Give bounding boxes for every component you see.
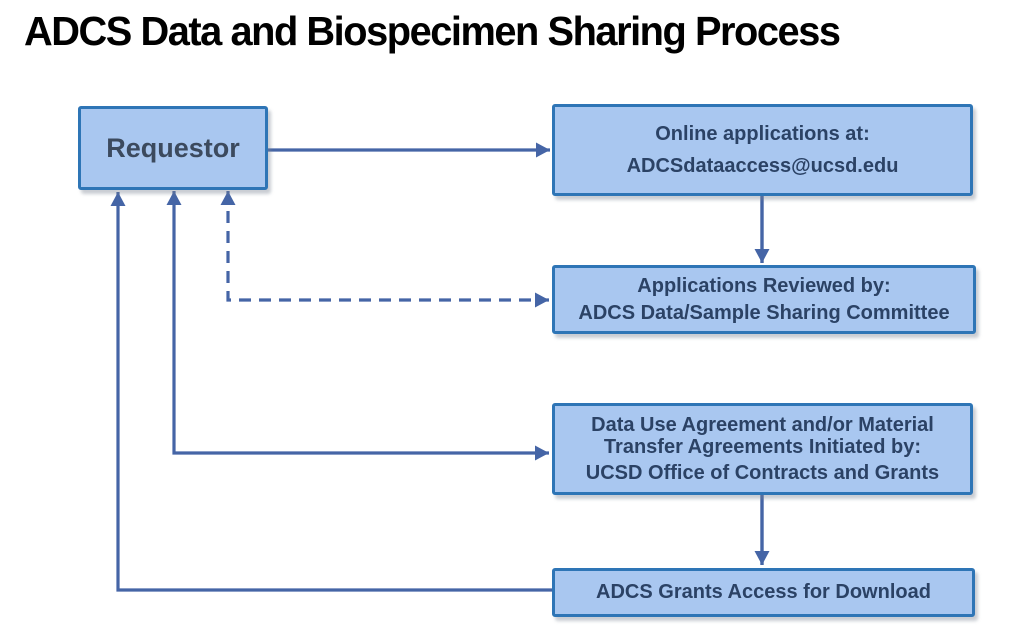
node-grants-access: ADCS Grants Access for Download — [552, 568, 975, 617]
node-online-applications: Online applications at: ADCSdataaccess@u… — [552, 104, 973, 196]
node-online-applications-line2: ADCSdataaccess@ucsd.edu — [626, 154, 899, 177]
connector-grants-access-to-requestor — [110, 192, 554, 592]
node-grants-access-line1: ADCS Grants Access for Download — [596, 581, 931, 604]
node-agreements: Data Use Agreement and/or Material Trans… — [552, 403, 973, 495]
page-title: ADCS Data and Biospecimen Sharing Proces… — [24, 8, 841, 54]
node-agreements-line3: UCSD Office of Contracts and Grants — [585, 462, 940, 484]
node-agreements-line2: Transfer Agreements Initiated by: — [603, 436, 922, 458]
node-online-applications-line1: Online applications at: — [655, 122, 870, 145]
node-applications-reviewed-line1: Applications Reviewed by: — [637, 274, 891, 297]
node-applications-reviewed-line2: ADCS Data/Sample Sharing Committee — [578, 301, 950, 324]
node-agreements-line1: Data Use Agreement and/or Material — [591, 413, 934, 436]
node-requestor-label: Requestor — [106, 132, 240, 163]
node-agreements-paragraph1: Data Use Agreement and/or Material Trans… — [591, 414, 934, 459]
connector-requestor-agreements — [166, 191, 549, 461]
connector-requestor-applications-reviewed-dashed — [220, 191, 549, 308]
node-requestor: Requestor — [78, 106, 268, 190]
node-applications-reviewed: Applications Reviewed by: ADCS Data/Samp… — [552, 265, 976, 334]
